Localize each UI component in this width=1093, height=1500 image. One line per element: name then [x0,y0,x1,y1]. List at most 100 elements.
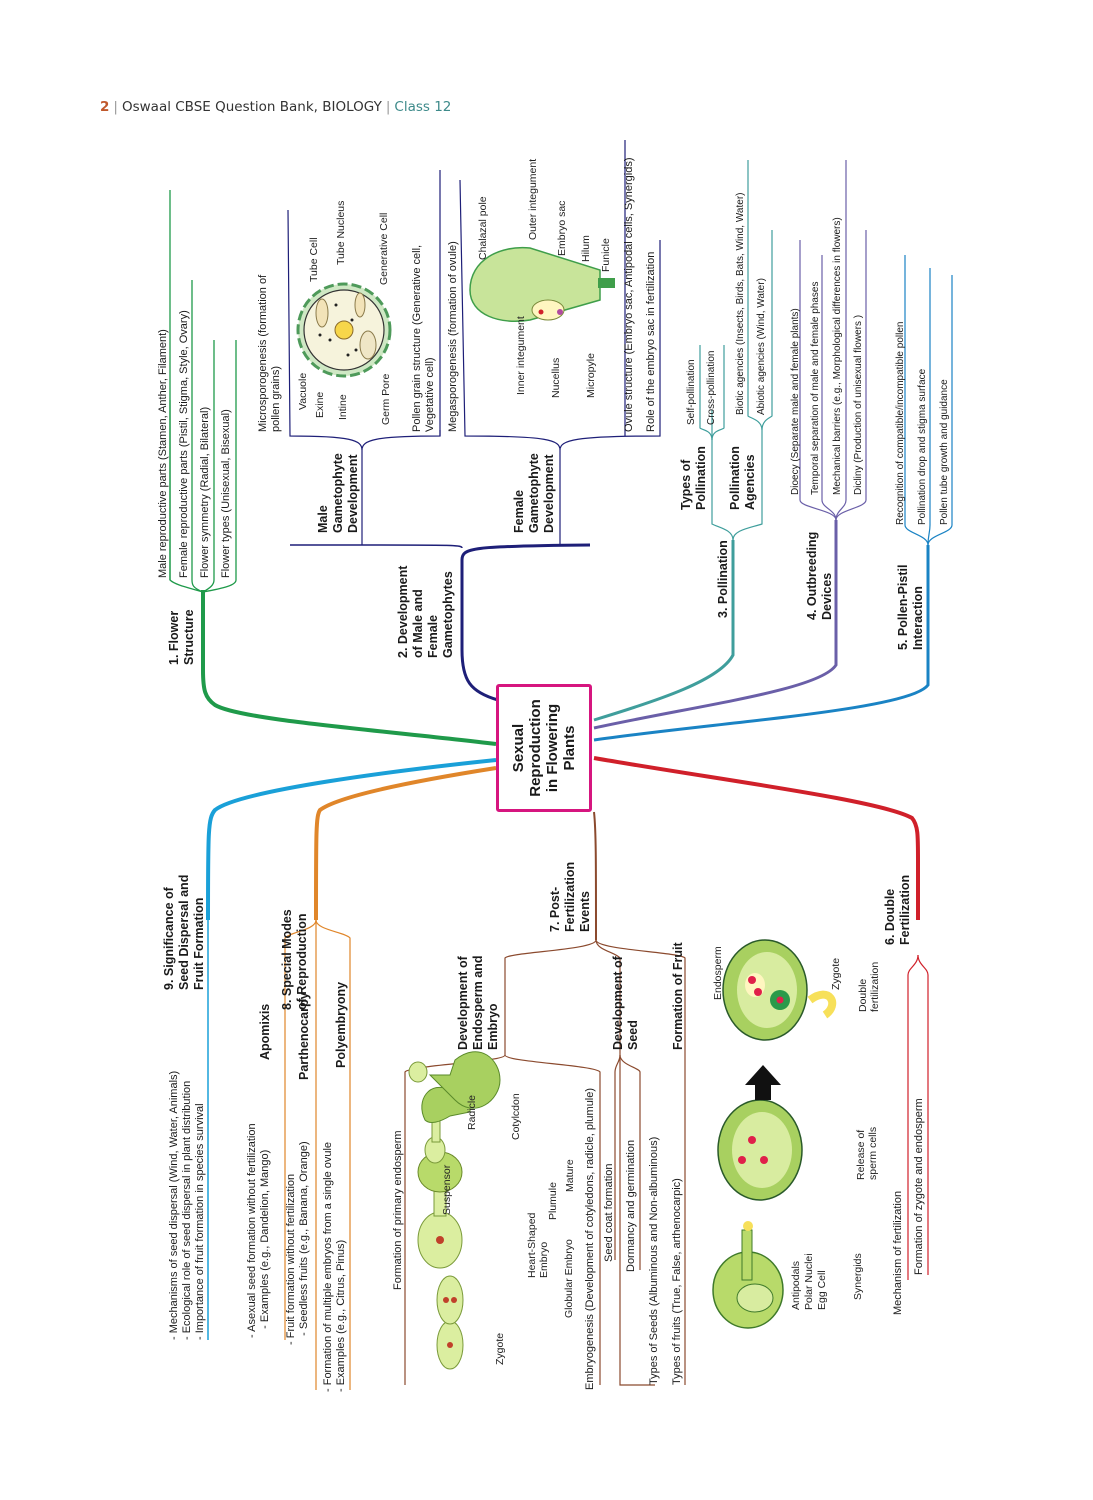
title-line: Agencies [743,454,757,510]
branch-line-special-modes [314,766,497,921]
diagram-label-tube-nucleus: Tube Nucleus [335,200,347,265]
flower-structure-item: Male reproductive parts (Stamen, Anther,… [157,329,169,578]
title-line: 9. Significance of [162,887,176,990]
embryogenesis-item: Embryogenesis (Development of cotyledons… [584,1087,596,1390]
diagram-label-funicle: Funicle [600,238,612,272]
endosperm-embryo-title[interactable]: Development of Endosperm and Embryo [456,956,501,1050]
parthenocarpy-title[interactable]: Parthenocarpy [297,992,311,1080]
diagram-label-outer-integument: Outer integument [527,158,539,240]
title-line: 1. Flower [167,610,181,665]
double-fertilization-title[interactable]: 6. Double Fertilization [883,875,913,945]
flower-structure-title[interactable]: 1. Flower Structure [167,609,197,665]
pollen-grain-structure-item: Pollen grain structure (Generative cell,… [411,245,437,432]
male-gametophyte-title[interactable]: Male Gametophyte Development [316,453,361,533]
title-line: Structure [182,609,196,665]
title-line: Development [346,454,360,534]
title-line: Endosperm and [471,955,485,1050]
title-line: Gametophyte [527,453,541,533]
development-of-seed-title[interactable]: Development of Seed [611,956,641,1050]
central-title-line: Plants [561,725,578,771]
central-title-line: Reproduction [527,699,544,797]
apomixis-description: - Asexual seed formation without fertili… [246,1123,272,1338]
embryo-sac-role-item: Role of the embryo sac in fertilization [645,251,657,432]
central-title-line: Sexual [510,723,527,773]
microsporogenesis-item: Microsporogenesis (formation of pollen g… [257,275,283,432]
gametophytes-title[interactable]: 2. Development of Male and Female Gameto… [396,566,456,658]
title-line: 4. Outbreeding [805,531,819,620]
pollen-pistil-title[interactable]: 5. Pollen-Pistil Interaction [896,565,926,650]
diagram-label-globular-embryo: Globular Embryo [563,1239,575,1318]
title-line: Embryo [486,1003,500,1050]
separator: | [113,99,118,115]
title-line: Seed [626,1020,640,1050]
title-line: Events [578,891,592,932]
double-fertilization-item: Formation of zygote and endosperm [913,1098,925,1275]
female-gametophyte-title[interactable]: Female Gametophyte Development [512,453,557,533]
diagram-label-exine: Exine [314,391,326,418]
double-fertilization-item: Mechanism of fertilization [892,1190,904,1315]
title-line: Fruit Formation [192,897,206,990]
description-line: - Examples (e.g., Citrus, Pinus) [335,1239,347,1392]
diagram-label-zygote: Zygote [830,957,842,990]
seed-dispersal-description: - Mechanisms of seed dispersal (Wind, Wa… [168,1071,207,1340]
ovule-illustration [469,246,615,322]
formation-of-fruit-title[interactable]: Formation of Fruit [671,942,685,1050]
title-line: Development of [456,956,470,1050]
pollination-title[interactable]: 3. Pollination [716,540,730,618]
diagram-label-micropyle: Micropyle [585,353,597,398]
polyembryony-title[interactable]: Polyembryony [334,981,348,1068]
diagram-label-suspensor: Suspensor [441,1164,453,1215]
parthenocarpy-description: - Fruit formation without fertilization … [285,1141,311,1345]
title-line: Fertilization [898,874,912,945]
diagram-label-double-fertilization: Double fertilization [857,962,881,1012]
seed-dispersal-title[interactable]: 9. Significance of Seed Dispersal and Fr… [162,875,207,990]
branch-line-post-fertilization [593,811,597,941]
megasporogenesis-item: Megasporogenesis (formation of ovule) [447,241,459,432]
title-line: 6. Double [883,888,897,945]
diagram-label-mature: Mature [564,1159,576,1192]
pollination-type-item: Self-pollination [686,359,697,425]
diagram-label-intine: Intine [337,394,349,420]
pollination-agency-item: Abiotic agencies (Wind, Water) [756,278,767,415]
embryo-development-illustration [408,1051,501,1370]
pollination-type-item: Cross-pollination [706,350,717,425]
title-line: of Male and [411,589,425,658]
diagram-label-cotyledon: Cotylcdon [510,1093,522,1140]
seed-item: Types of Seeds (Albuminous and Non-album… [648,1136,660,1385]
diagram-label-chalazal-pole: Chalazal pole [477,196,489,260]
diagram-label-radicle: Radicle [466,1094,478,1130]
item-line: pollen grains) [270,365,282,432]
label-line: sperm cells [867,1126,879,1180]
label-line: fertilization [869,961,881,1012]
outbreeding-title[interactable]: 4. Outbreeding Devices [805,532,835,620]
label-line: Embryo [538,1241,550,1278]
description-line: - Examples (e.g., Dandelion, Mango) [259,1149,271,1338]
pollination-agency-item: Biotic agencies (Insects, Birds, Bats, W… [735,192,746,415]
branch-line-pollination [593,540,735,722]
apomixis-title[interactable]: Apomixis [258,1003,272,1060]
description-line: - Seedless fruits (e.g., Banana, Orange) [298,1141,310,1345]
pollen-pistil-item: Recognition of compatible/incompatible p… [895,321,906,525]
polyembryony-description: - Formation of multiple embryos from a s… [322,1142,348,1392]
description-line: - Ecological role of seed dispersal in p… [181,1080,193,1340]
flower-structure-item: Female reproductive parts (Pistil, Stigm… [178,310,190,578]
central-topic-box[interactable]: Sexual Reproduction in Flowering Plants [496,684,592,812]
central-topic-title: Sexual Reproduction in Flowering Plants [510,699,578,797]
diagram-label-nucellus: Nucellus [550,357,562,398]
double-fertilization-illustration [712,939,837,1329]
diagram-label-plumule: Plumule [547,1182,559,1220]
diagram-label-inner-integument: Inner integument [515,316,527,395]
branch-line-flower-structure [201,590,497,746]
diagram-label-hilum: Hilum [580,235,592,262]
pollination-agencies-title[interactable]: Pollination Agencies [728,446,758,510]
flower-structure-item: Flower types (Unisexual, Bisexual) [220,409,232,578]
title-line: 7. Post- [548,886,562,932]
branch-line-gametophytes [460,543,591,702]
post-fertilization-title[interactable]: 7. Post- Fertilization Events [548,862,593,932]
ovule-structure-item: Ovule structure (Embryo sac, Antipodal c… [623,157,635,432]
title-line: Development of [611,956,625,1050]
types-of-pollination-title[interactable]: Types of Pollination [679,446,709,510]
flower-structure-item: Flower symmetry (Radial, Bilateral) [199,406,211,578]
seed-item: Seed coat formation [603,1163,615,1262]
title-line: Pollination [728,446,742,510]
